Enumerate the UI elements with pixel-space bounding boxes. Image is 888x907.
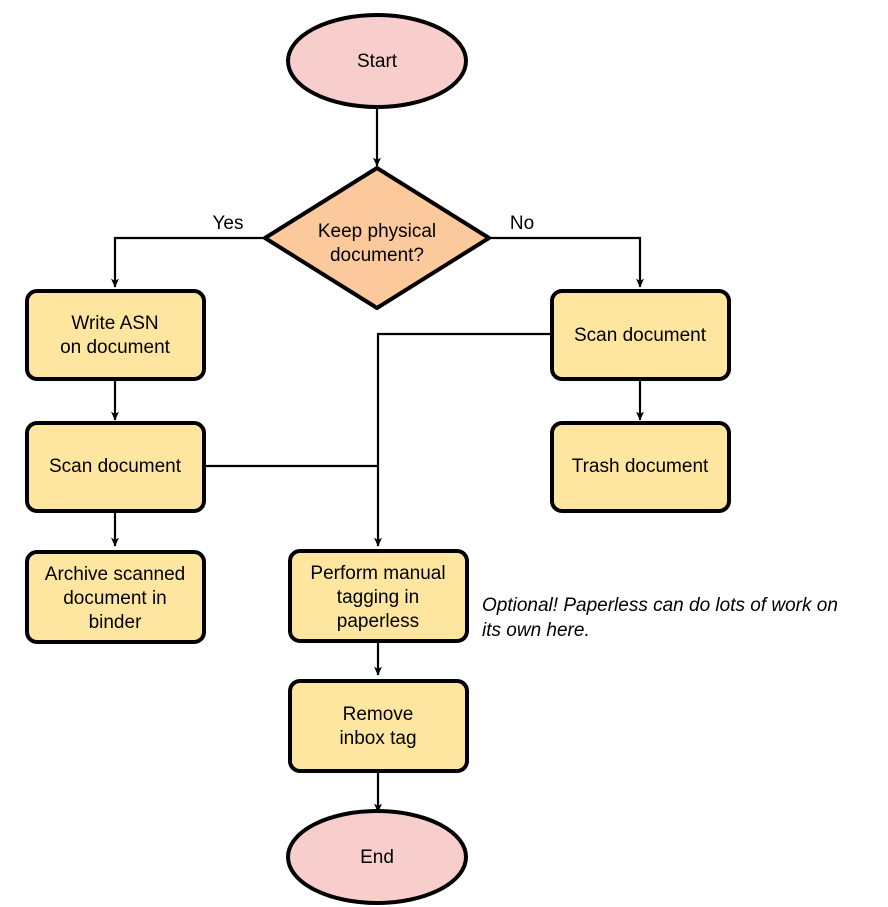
edge-label-no: No (510, 213, 534, 234)
decision-label-line1: Keep physical (318, 221, 436, 242)
start-ellipse (286, 13, 468, 109)
connector-layer (111, 105, 644, 813)
start-label: Start (357, 51, 398, 72)
write-asn-label-line2: on document (60, 337, 171, 358)
archive-label-line1: Archive scanned (45, 564, 185, 585)
write-asn-label-line1: Write ASN (71, 313, 158, 334)
remove-inbox-box (288, 679, 469, 773)
edge-label-yes: Yes (213, 213, 244, 234)
node-start[interactable]: Start (286, 13, 468, 109)
remove-inbox-label-line2: inbox tag (339, 728, 416, 749)
connector-scan-right-to-tagging (374, 332, 552, 547)
remove-inbox-label-line1: Remove (343, 704, 414, 725)
archive-box (25, 550, 206, 644)
connector-decision-yes-to-write-asn (111, 236, 265, 288)
archive-label-line2: document in (63, 588, 167, 609)
tagging-label-line1: Perform manual (310, 563, 445, 584)
end-ellipse (286, 809, 468, 905)
end-label: End (360, 847, 394, 868)
annotation-optional-note: Optional! Paperless can do lots of work … (482, 595, 838, 641)
scan-right-box (550, 289, 731, 381)
optional-note-line2: its own here. (482, 620, 590, 641)
decision-diamond (263, 166, 491, 310)
decision-label-line2: document? (330, 245, 424, 266)
node-remove-inbox-tag[interactable]: Remove inbox tag (288, 679, 469, 773)
node-scan-document-right[interactable]: Scan document (550, 289, 731, 381)
scan-left-box (25, 421, 206, 513)
node-archive-scanned-document[interactable]: Archive scanned document in binder (25, 550, 206, 644)
trash-label: Trash document (572, 456, 709, 477)
node-decision-keep-physical-document[interactable]: Keep physical document? (263, 166, 491, 310)
node-end[interactable]: End (286, 809, 468, 905)
tagging-box (288, 549, 469, 643)
trash-box (550, 421, 731, 513)
node-scan-document-left[interactable]: Scan document (25, 421, 206, 513)
node-write-asn-on-document[interactable]: Write ASN on document (25, 289, 206, 381)
scan-right-label: Scan document (574, 325, 707, 346)
scan-left-label: Scan document (49, 456, 182, 477)
connector-decision-no-to-scan-right (489, 236, 644, 288)
tagging-label-line3: paperless (337, 611, 419, 632)
tagging-label-line2: tagging in (337, 587, 419, 608)
node-perform-manual-tagging[interactable]: Perform manual tagging in paperless (288, 549, 469, 643)
optional-note-line1: Optional! Paperless can do lots of work … (482, 595, 838, 616)
node-trash-document[interactable]: Trash document (550, 421, 731, 513)
write-asn-box (25, 289, 206, 381)
archive-label-line3: binder (89, 612, 142, 633)
